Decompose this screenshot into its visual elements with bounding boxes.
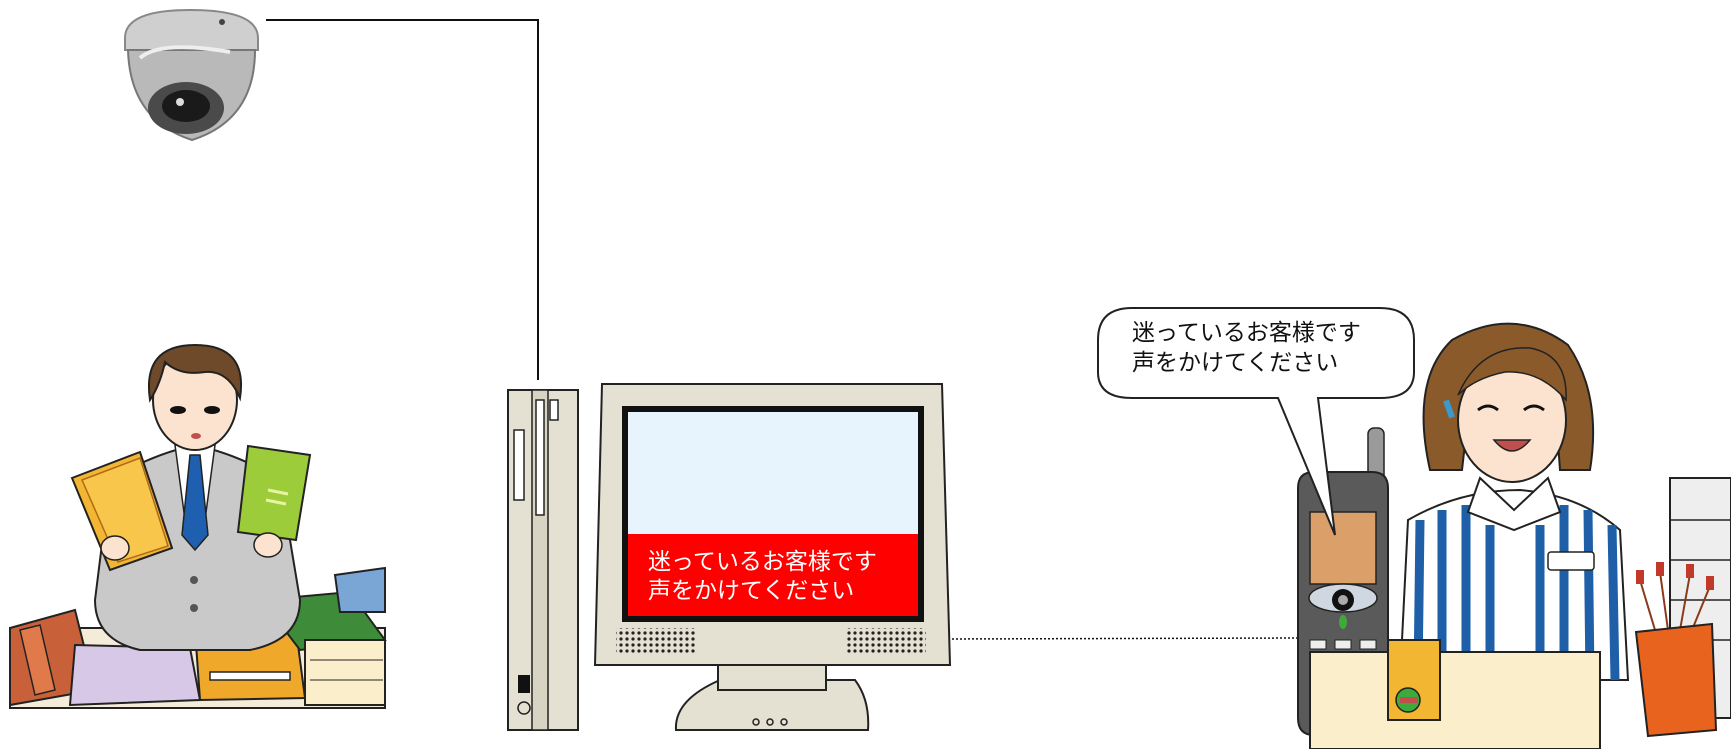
speech-bubble-message: 迷っているお客様です 声をかけてください [1132, 318, 1432, 378]
security-camera-icon [124, 8, 259, 142]
speech-bubble-icon [1097, 307, 1415, 536]
wireless-link [943, 637, 1299, 640]
camera-cable [266, 19, 539, 380]
screen-alert-message: 迷っているお客様です 声をかけてください [648, 548, 910, 606]
clerk-woman-icon [1398, 322, 1630, 681]
pc-tower-icon [507, 389, 579, 731]
pen-holder-icon [1634, 562, 1718, 738]
screen-alert-line2: 声をかけてください [648, 578, 855, 604]
customer-man-icon [70, 343, 312, 651]
bubble-line1: 迷っているお客様です [1132, 320, 1361, 346]
bubble-line2: 声をかけてください [1132, 350, 1339, 376]
monitor-icon [593, 383, 952, 731]
alert-panel [628, 534, 918, 616]
screen-alert-line1: 迷っているお客様です [648, 549, 877, 575]
